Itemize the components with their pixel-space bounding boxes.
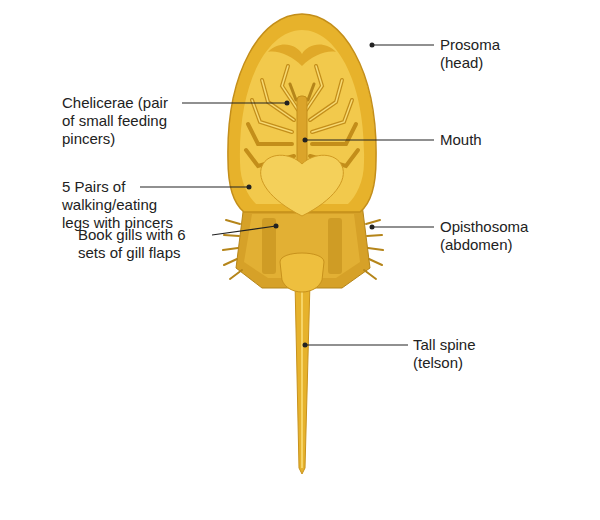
part-label: Chelicerae (pair of small feeding pincer… (62, 94, 178, 148)
part-label: Mouth (440, 131, 535, 149)
part-label: Prosoma (head) (440, 36, 535, 72)
part-label: Book gills with 6 sets of gill flaps (78, 226, 206, 262)
part-label: 5 Pairs of walking/eating legs with pinc… (62, 178, 180, 232)
part-label: Tall spine (telson) (413, 336, 508, 372)
part-label: Opisthosoma (abdomen) (440, 218, 540, 254)
